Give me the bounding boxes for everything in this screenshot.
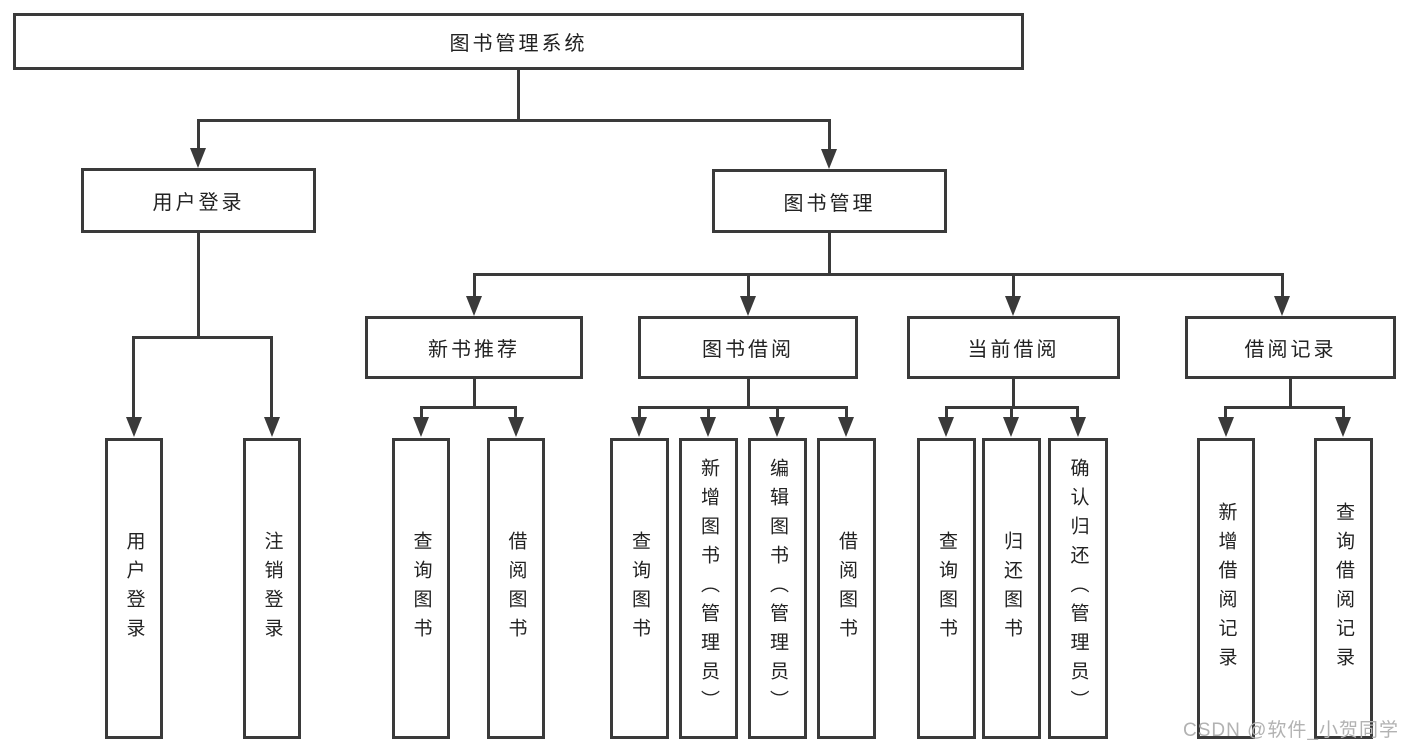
connector-line: [1281, 273, 1284, 298]
arrow-head: [631, 417, 647, 437]
leaf-query-books-current: 查询图书: [917, 438, 976, 739]
node-label: 图书借阅: [702, 339, 794, 361]
arrow-head: [1003, 417, 1019, 437]
connector-line: [473, 376, 476, 409]
connector-line: [1289, 376, 1292, 409]
node-book-borrowing: 图书借阅: [638, 316, 858, 379]
leaf-add-book-admin: 新增图书（管理员）: [679, 438, 738, 739]
leaf-logout: 注销登录: [243, 438, 301, 739]
arrow-head: [1335, 417, 1351, 437]
connector-line: [132, 336, 273, 339]
arrow-head: [1218, 417, 1234, 437]
connector-line: [747, 376, 750, 409]
node-label: 图书管理系统: [449, 33, 588, 55]
node-label: 借阅图书: [505, 530, 527, 647]
arrow-head: [466, 296, 482, 316]
node-label: 查询图书: [936, 530, 957, 647]
connector-line: [707, 406, 710, 419]
connector-line: [1012, 273, 1015, 298]
arrow-head: [821, 149, 837, 169]
node-label: 新增图书（管理员）: [698, 458, 719, 719]
connector-line: [845, 406, 848, 419]
arrow-head: [769, 417, 785, 437]
node-label: 注销登录: [261, 530, 283, 647]
leaf-query-books-borrowing: 查询图书: [610, 438, 669, 739]
leaf-query-books-recommend: 查询图书: [392, 438, 450, 739]
connector-line: [1010, 406, 1013, 419]
watermark: CSDN @软件_小贺同学: [1183, 720, 1399, 741]
node-library-management-system: 图书管理系统: [13, 13, 1024, 70]
connector-line: [473, 273, 476, 298]
connector-line: [828, 119, 831, 150]
node-label: 归还图书: [1001, 530, 1022, 647]
connector-line: [945, 406, 948, 419]
connector-line: [776, 406, 779, 419]
arrow-head: [190, 148, 206, 168]
node-current-borrowing: 当前借阅: [907, 316, 1120, 379]
node-label: 编辑图书（管理员）: [767, 458, 788, 719]
node-new-book-recommend: 新书推荐: [365, 316, 583, 379]
connector-line: [473, 273, 1284, 276]
leaf-user-login: 用户登录: [105, 438, 163, 739]
connector-line: [828, 231, 831, 276]
arrow-head: [126, 417, 142, 437]
arrow-head: [413, 417, 429, 437]
node-label: 查询图书: [410, 530, 432, 647]
node-book-management: 图书管理: [712, 169, 947, 233]
leaf-edit-book-admin: 编辑图书（管理员）: [748, 438, 807, 739]
connector-line: [420, 406, 517, 409]
connector-line: [1012, 376, 1015, 409]
connector-line: [1224, 406, 1227, 419]
leaf-add-borrow-record: 新增借阅记录: [1197, 438, 1255, 739]
connector-line: [638, 406, 641, 419]
leaf-borrow-books-recommend: 借阅图书: [487, 438, 545, 739]
node-label: 用户登录: [152, 192, 245, 214]
node-label: 当前借阅: [967, 339, 1060, 361]
connector-line: [270, 336, 273, 420]
leaf-confirm-return-admin: 确认归还（管理员）: [1048, 438, 1108, 739]
arrow-head: [700, 417, 716, 437]
connector-line: [747, 273, 750, 298]
leaf-return-books: 归还图书: [982, 438, 1041, 739]
node-label: 借阅记录: [1244, 339, 1337, 361]
connector-line: [514, 406, 517, 419]
node-label: 新增借阅记录: [1215, 501, 1237, 676]
node-label: 借阅图书: [836, 530, 857, 647]
connector-line: [1224, 406, 1345, 409]
node-label: 查询借阅记录: [1333, 501, 1354, 676]
node-label: 查询图书: [629, 530, 650, 647]
arrow-head: [938, 417, 954, 437]
connector-line: [517, 69, 520, 122]
node-label: 新书推荐: [428, 339, 520, 361]
connector-line: [197, 119, 831, 122]
arrow-head: [740, 296, 756, 316]
node-label: 图书管理: [783, 192, 876, 215]
connector-line: [1342, 406, 1345, 419]
arrow-head: [1274, 296, 1290, 316]
arrow-head: [1070, 417, 1086, 437]
arrow-head: [264, 417, 280, 437]
connector-line: [197, 119, 200, 150]
connector-line: [1076, 406, 1079, 419]
connector-line: [132, 336, 135, 420]
arrow-head: [1005, 296, 1021, 316]
connector-line: [420, 406, 423, 419]
connector-line: [638, 406, 848, 409]
node-user-login: 用户登录: [81, 168, 316, 233]
node-borrowing-records: 借阅记录: [1185, 316, 1396, 379]
connector-line: [197, 231, 200, 339]
node-label: 用户登录: [123, 530, 145, 647]
leaf-borrow-books-borrowing: 借阅图书: [817, 438, 876, 739]
arrow-head: [508, 417, 524, 437]
arrow-head: [838, 417, 854, 437]
node-label: 确认归还（管理员）: [1067, 458, 1089, 719]
leaf-query-borrow-record: 查询借阅记录: [1314, 438, 1373, 739]
